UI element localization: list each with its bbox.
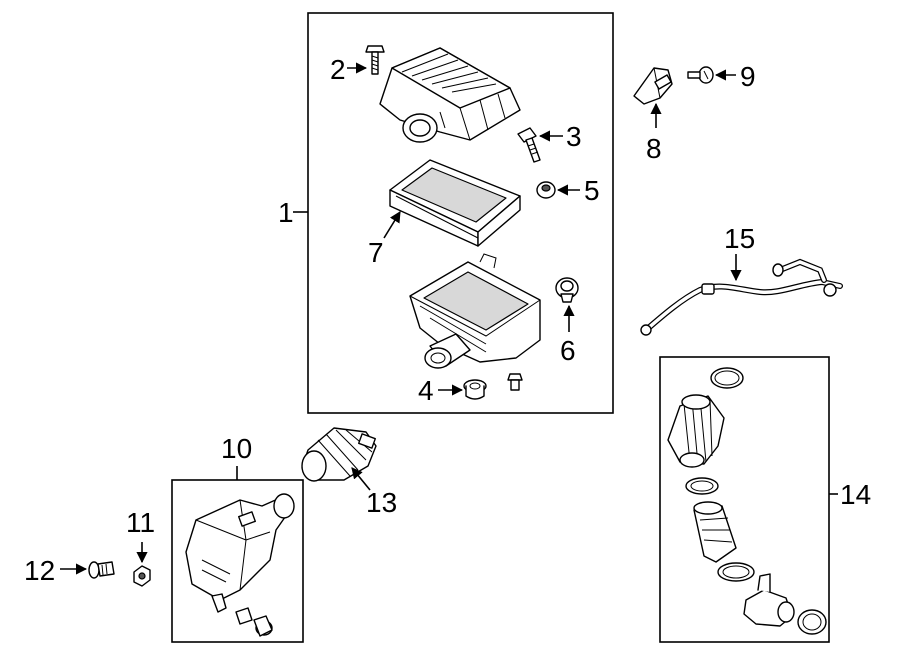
callout-6: 6 [560,335,576,366]
callout-8: 8 [646,133,662,164]
resonator-10 [185,493,295,637]
callout-10: 10 [221,433,252,464]
callout-7: 7 [368,237,384,268]
callout-1: 1 [278,197,294,228]
bolt-3 [517,127,541,163]
callout-13: 13 [366,487,397,518]
nut-11 [133,565,151,587]
intake-duct-13 [301,427,377,482]
callout-11: 11 [126,507,155,538]
sensor-8 [633,67,673,105]
leader-13 [351,467,371,491]
callout-14: 14 [840,479,871,510]
intake-duct-assembly-14 [667,367,827,635]
air-cleaner-cover [379,47,521,143]
intake-duct-group-box [659,356,830,643]
callout-15: 15 [724,223,755,254]
push-pin-12 [88,561,115,579]
grommet-6 [555,277,579,303]
grommet-4 [463,373,523,400]
callout-5: 5 [584,175,600,206]
vent-hose-15 [640,258,843,336]
bolt-2 [365,45,385,75]
callout-3: 3 [566,121,582,152]
callout-9: 9 [740,61,756,92]
filter-element [389,159,521,247]
air-cleaner-assembly-box [307,12,614,414]
leader-7 [383,211,401,239]
callout-2: 2 [330,54,346,85]
callout-12: 12 [24,555,55,586]
screw-9 [687,66,714,84]
grommet-5 [536,181,556,199]
callout-4: 4 [418,375,434,406]
air-cleaner-lower-housing [409,253,541,369]
